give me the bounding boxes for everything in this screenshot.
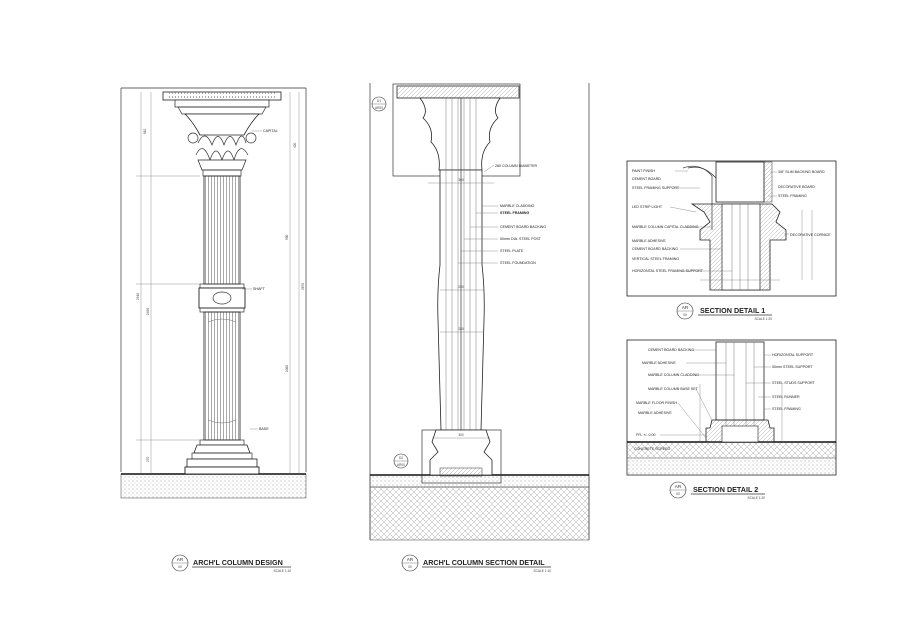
note-capital: CAPITAL xyxy=(263,129,278,133)
section-detail-2-view: CEMENT BOARD BACKING MARBLE ADHESIVE MAR… xyxy=(626,339,837,476)
detail2-rnote-4: STEEL FRAMING xyxy=(772,407,801,411)
detail1-rnote-0: 3/8" SLIM BACKING BOARD xyxy=(778,170,825,174)
detail2-note-0: CEMENT BOARD BACKING xyxy=(648,348,694,352)
dim-text-d7: 270 xyxy=(146,456,150,462)
detail2-left-notes: CEMENT BOARD BACKING MARBLE ADHESIVE MAR… xyxy=(634,348,734,451)
detail1-note-5: MARBLE ADHESIVE xyxy=(632,239,666,243)
detail2-note-6: FFL +/- 0.00 xyxy=(636,433,656,437)
title-design: ARCH'L COLUMN DESIGN xyxy=(193,558,283,567)
title-tag-bottom: 00 xyxy=(683,313,687,317)
detail1-rnote-2: STEEL FRAMING xyxy=(778,194,807,198)
dim-text-d6: 1060 xyxy=(285,365,289,372)
scale-design: SCALE 1:10 xyxy=(273,569,291,573)
title-section: ARCH'L COLUMN SECTION DETAIL xyxy=(423,558,545,567)
detail1-note-3: LED STRIP LIGHT xyxy=(632,205,663,209)
detail2-note-7: CONCRETE SCREED xyxy=(634,447,671,451)
note-shaft: SHAFT xyxy=(253,287,266,291)
title-block-section: AR 00 ARCH'L COLUMN SECTION DETAIL SCALE… xyxy=(401,554,551,573)
detail2-note-1: MARBLE ADHESIVE xyxy=(642,361,676,365)
section-note-0: MARBLE CLADDING xyxy=(500,204,535,208)
title-tag-bottom: 00 xyxy=(408,565,412,569)
detail2-rnote-2: STEEL STUDS SUPPORT xyxy=(772,381,816,385)
marker-d1-top: D1 xyxy=(377,99,381,103)
title-tag-bottom: 00 xyxy=(178,565,182,569)
detail1-rnote-1: DECORATIVE BOARD xyxy=(778,185,815,189)
detail1-left-notes: PAINT FINISH CEMENT BOARD STEEL FRAMING … xyxy=(632,169,732,273)
detail2-note-2: MARBLE COLUMN CLADDING xyxy=(648,373,699,377)
dim-section-s2: 250 xyxy=(458,285,464,289)
detail1-note-7: VERTICAL STEEL FRAMING xyxy=(632,257,679,261)
scale-detail1: SCALE 1:20 xyxy=(754,317,772,321)
section-note-2: CEMENT BOARD BACKING xyxy=(500,225,546,229)
detail2-rnote-3: STEEL RUNNER xyxy=(772,395,800,399)
title-tag-top: AR xyxy=(407,557,414,562)
dim-section-s1: 300 xyxy=(458,178,464,182)
section-note-3: 50mm DIA. STEEL POST xyxy=(500,237,542,241)
detail1-note-6: CEMENT BOARD BACKING xyxy=(632,247,678,251)
note-base: BASE xyxy=(259,427,269,431)
column-section-view: D1 AR00 D2 AR00 300 250 280 300 280 COLU… xyxy=(369,83,590,541)
section-note-list: MARBLE CLADDING STEEL FRAMING CEMENT BOA… xyxy=(458,204,546,265)
section-detail-1-view: PAINT FINISH CEMENT BOARD STEEL FRAMING … xyxy=(626,160,837,297)
title-block-design: AR 00 ARCH'L COLUMN DESIGN SCALE 1:10 xyxy=(171,554,291,573)
detail1-right-notes: 3/8" SLIM BACKING BOARD DECORATIVE BOARD… xyxy=(768,170,831,237)
marker-d2-top: D2 xyxy=(399,456,403,460)
detail2-rnote-1: 50mm STEEL SUPPORT xyxy=(772,365,813,369)
marker-d2-bottom: AR00 xyxy=(397,463,405,467)
dim-text-d5: 580 xyxy=(285,234,289,240)
dim-text-d8: 2670 xyxy=(301,283,305,290)
detail2-rnote-0: HORIZONTAL SUPPORT xyxy=(772,353,814,357)
dim-text-d3: 2496 xyxy=(146,308,150,315)
scale-section: SCALE 1:10 xyxy=(533,569,551,573)
detail1-note-2: STEEL FRAMING SUPPORT xyxy=(632,186,680,190)
dim-section-s3: 280 xyxy=(458,327,464,331)
title-tag-bottom: 00 xyxy=(676,492,680,496)
title-detail1: SECTION DETAIL 1 xyxy=(700,306,765,315)
marker-d1-bottom: AR00 xyxy=(375,106,383,110)
dim-text-d2: 2910 xyxy=(136,293,140,300)
detail2-note-5: MARBLE ADHESIVE xyxy=(638,411,672,415)
detail1-note-0: PAINT FINISH xyxy=(632,169,655,173)
detail2-note-3: MARBLE COLUMN BASE SET xyxy=(648,387,699,391)
title-tag-top: AR xyxy=(177,557,184,562)
title-block-detail2: AR 00 SECTION DETAIL 2 SCALE 1:20 xyxy=(669,481,765,500)
title-block-detail1: AR 00 SECTION DETAIL 1 SCALE 1:20 xyxy=(676,302,772,321)
section-note-4: STEEL PLATE xyxy=(500,249,524,253)
section-note-5: STEEL FOUNDATION xyxy=(500,261,536,265)
detail2-right-notes: HORIZONTAL SUPPORT 50mm STEEL SUPPORT ST… xyxy=(746,353,816,411)
detail2-note-4: MARBLE FLOOR FINISH xyxy=(636,401,677,405)
scale-detail2: SCALE 1:20 xyxy=(747,496,765,500)
title-tag-top: AR xyxy=(675,484,682,489)
detail1-note-4: MARBLE COLUMN CAPITAL CLADDING xyxy=(632,225,699,229)
title-detail2: SECTION DETAIL 2 xyxy=(693,485,758,494)
detail1-note-1: CEMENT BOARD xyxy=(632,177,661,181)
dim-text-d4: 420 xyxy=(293,142,297,148)
dim-section-s4: 300 xyxy=(458,433,464,437)
note-column-diameter: 280 COLUMN DIAMETER xyxy=(495,164,538,168)
detail1-rnote-3: DECORATIVE CORNICE xyxy=(790,233,831,237)
section-note-1: STEEL FRAMING xyxy=(500,211,529,215)
detail1-note-8: HORIZONTAL STEEL FRAMING SUPPORT xyxy=(632,269,704,273)
title-tag-top: AR xyxy=(682,305,689,310)
dim-text-d1: 610 xyxy=(143,128,147,134)
column-design-view: 610 2910 2496 270 420 580 2670 1060 CAPI… xyxy=(120,87,307,499)
